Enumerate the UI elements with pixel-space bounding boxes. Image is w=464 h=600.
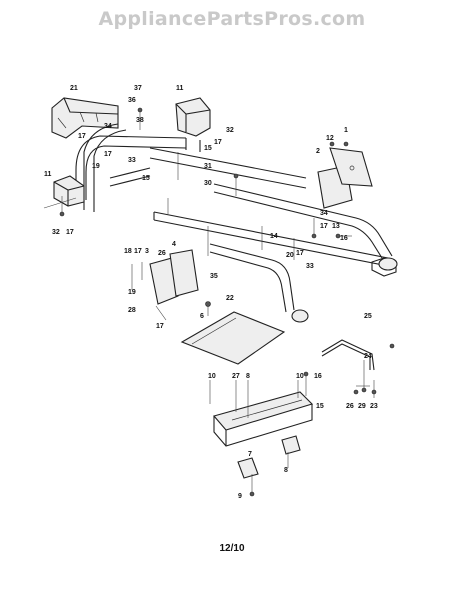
callout: 33 [306, 263, 314, 270]
mount-plate-right [317, 147, 373, 209]
bracket-left-lower [53, 175, 85, 207]
callout: 16 [340, 235, 348, 242]
watermark: AppliancePartsPros.com [98, 8, 366, 30]
callout: 19 [92, 163, 100, 170]
callout: 36 [128, 97, 136, 104]
callout: 14 [270, 233, 278, 240]
callout: 26 [346, 403, 354, 410]
floor-plate [180, 311, 286, 365]
callout: 4 [172, 241, 176, 248]
callout: 17 [214, 139, 222, 146]
callout: 25 [364, 313, 372, 320]
callout: 17 [296, 250, 304, 257]
callout: 17 [66, 229, 74, 236]
callout: 7 [248, 451, 252, 458]
callout: 6 [200, 313, 204, 320]
callout: 19 [128, 289, 136, 296]
callout: 15 [204, 145, 212, 152]
small-brackets [237, 435, 301, 479]
plate-set [149, 249, 199, 305]
callout: 37 [134, 85, 142, 92]
callout: 15 [142, 175, 150, 182]
callout: 8 [246, 373, 250, 380]
seat-bracket-left [51, 97, 119, 139]
slide-rail [213, 391, 314, 447]
callout: 3 [145, 248, 149, 255]
callout: 21 [70, 85, 78, 92]
callout: 34 [320, 210, 328, 217]
callout: 2 [316, 148, 320, 155]
callout: 38 [136, 117, 144, 124]
callout: 26 [158, 250, 166, 257]
callout: 11 [44, 171, 52, 178]
callout: 24 [364, 353, 372, 360]
callout-labels: 21 37 36 38 34 17 17 19 15 11 32 17 15 3… [44, 85, 378, 500]
callout: 18 [124, 248, 132, 255]
callout: 8 [284, 467, 288, 474]
callout: 33 [128, 157, 136, 164]
callout: 30 [204, 180, 212, 187]
callout: 13 [332, 223, 340, 230]
lower-tube [209, 243, 309, 323]
frame-tube [75, 123, 307, 212]
callout: 17 [320, 223, 328, 230]
callout: 17 [156, 323, 164, 330]
rod [321, 339, 395, 371]
callout: 10 [296, 373, 304, 380]
callout: 1 [344, 127, 348, 134]
seat-bracket-right [175, 97, 211, 137]
callout: 22 [226, 295, 234, 302]
callout: 17 [134, 248, 142, 255]
callout: 23 [370, 403, 378, 410]
page-footer: 12/10 [219, 543, 245, 554]
callout: 11 [176, 85, 184, 92]
callout: 12 [326, 135, 334, 142]
callout: 27 [232, 373, 240, 380]
fasteners [43, 107, 377, 497]
callout: 9 [238, 493, 242, 500]
cross-bar [153, 183, 398, 277]
callout: 28 [128, 307, 136, 314]
callout: 15 [316, 403, 324, 410]
callout: 17 [78, 133, 86, 140]
callout: 20 [286, 252, 294, 259]
callout: 29 [358, 403, 366, 410]
callout: 32 [52, 229, 60, 236]
callout: 17 [104, 151, 112, 158]
callout: 34 [104, 123, 112, 130]
callout: 32 [226, 127, 234, 134]
callout: 10 [208, 373, 216, 380]
callout: 35 [210, 273, 218, 280]
callout: 31 [204, 163, 212, 170]
callout: 16 [314, 373, 322, 380]
